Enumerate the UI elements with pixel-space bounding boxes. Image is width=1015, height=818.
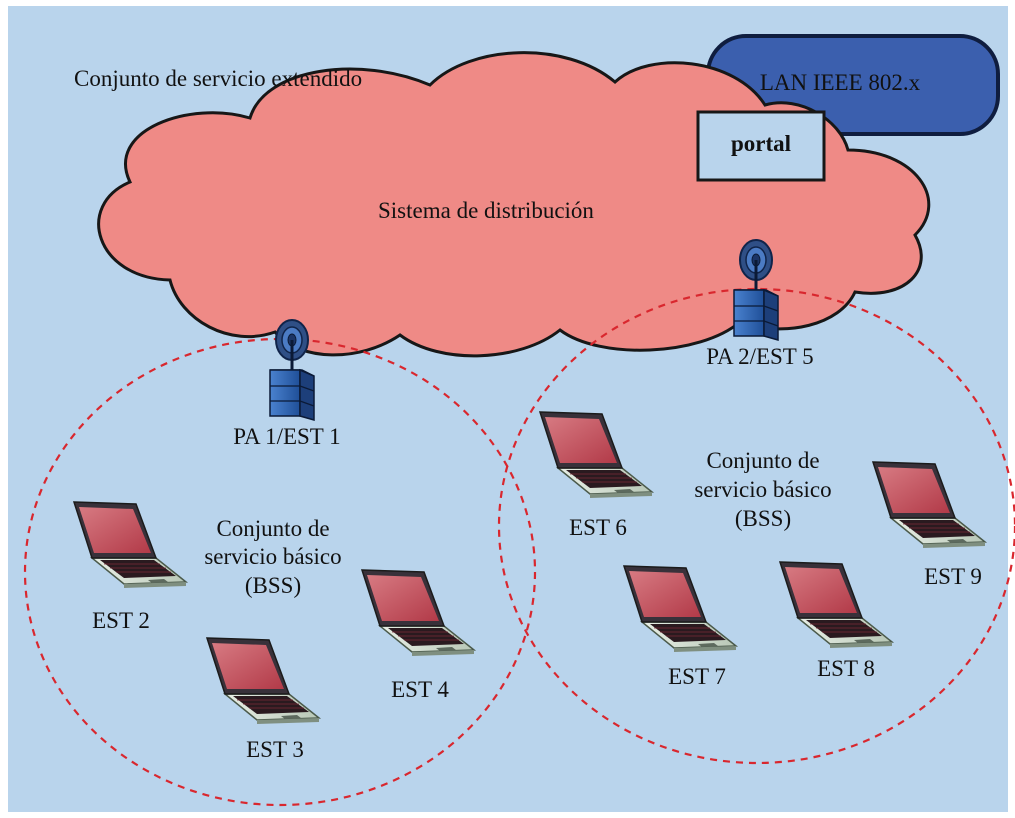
station-label: EST 9 [924, 564, 982, 589]
bss-left-line1: Conjunto de [216, 516, 329, 541]
station-label: EST 3 [246, 737, 304, 762]
bss-right-line2: servicio básico [694, 477, 831, 502]
bss-left-line3: (BSS) [245, 573, 301, 598]
lan-label: LAN IEEE 802.x [760, 70, 921, 95]
bss-left-line2: servicio básico [204, 544, 341, 569]
station-label: EST 6 [569, 515, 627, 540]
ds-label: Sistema de distribución [378, 198, 594, 223]
bss-right-line3: (BSS) [735, 506, 791, 531]
station-label: EST 8 [817, 656, 875, 681]
station-label: EST 2 [92, 608, 150, 633]
ess-label: Conjunto de servicio extendido [74, 66, 362, 91]
portal-label: portal [731, 131, 791, 156]
station-label: EST 7 [668, 664, 726, 689]
bss-right-line1: Conjunto de [706, 448, 819, 473]
ap1-label: PA 1/EST 1 [233, 424, 340, 449]
portal-box [696, 110, 826, 182]
ap2-label: PA 2/EST 5 [706, 344, 813, 369]
station-label: EST 4 [391, 677, 449, 702]
